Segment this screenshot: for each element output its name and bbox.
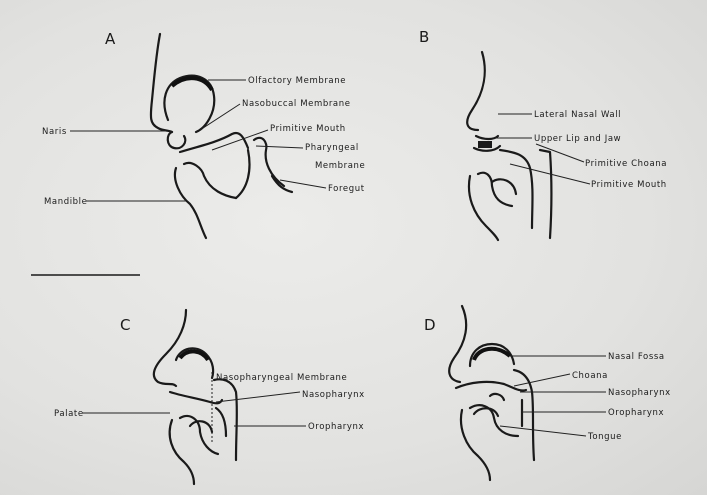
panel-d-palate (456, 382, 526, 391)
panel-a-naris-bulb (168, 132, 186, 148)
label-primitive-mouth-a: Primitive Mouth (270, 124, 346, 134)
label-olfactory-membrane: Olfactory Membrane (248, 76, 346, 86)
label-mandible: Mandible (44, 197, 87, 207)
label-upper-lip-jaw: Upper Lip and Jaw (534, 134, 621, 144)
label-nasopharynx-c: Nasopharynx (302, 390, 365, 400)
label-palate: Palate (54, 409, 84, 419)
label-nasopharyngeal-membrane: Nasopharyngeal Membrane (216, 373, 347, 383)
panel-c: C Nasopharyngeal Membrane Nasopharynx Pa… (54, 310, 365, 484)
label-naris: Naris (42, 127, 67, 137)
panel-b-pharynx (500, 150, 552, 238)
panel-c-palate (170, 392, 222, 403)
label-lateral-nasal-wall: Lateral Nasal Wall (534, 110, 621, 120)
panel-b-mandible (469, 173, 512, 240)
panel-b-upper-lip-block (478, 141, 492, 148)
panel-b-tongue (492, 179, 516, 194)
panel-letter-c: C (120, 316, 130, 334)
label-pharyngeal: Pharyngeal (305, 143, 359, 153)
panel-letter-b: B (419, 28, 429, 46)
panel-d-mandible (461, 405, 518, 480)
panel-d-face-outline (449, 306, 466, 382)
label-nasopharynx-d: Nasopharynx (608, 388, 671, 398)
panel-b: B Lateral Nasal Wall Upper Lip and Jaw P… (419, 28, 667, 240)
panel-c-pharynx (214, 379, 237, 460)
panel-b-face-outline (467, 52, 485, 130)
label-primitive-choana: Primitive Choana (585, 159, 667, 169)
label-nasobuccal-membrane: Nasobuccal Membrane (242, 99, 351, 109)
panel-c-face-outline (154, 310, 186, 386)
label-primitive-mouth-b: Primitive Mouth (591, 180, 667, 190)
panel-letter-a: A (105, 30, 116, 48)
label-foregut: Foregut (328, 184, 365, 194)
panel-d: D Nasal Fossa Choana Nasopharynx Orophar… (424, 306, 671, 480)
label-nasal-fossa: Nasal Fossa (608, 352, 665, 362)
label-tongue: Tongue (587, 432, 622, 442)
panel-letter-d: D (424, 316, 436, 334)
label-oropharynx-d: Oropharynx (608, 408, 664, 418)
label-choana: Choana (572, 371, 608, 381)
label-pharyngeal-membrane: Membrane (315, 161, 365, 171)
panel-a-mandible (175, 163, 236, 238)
label-oropharynx-c: Oropharynx (308, 422, 364, 432)
panel-a-face-outline (151, 34, 172, 132)
panel-a: A Olfactory Membrane Nasobuccal Membrane… (42, 30, 365, 238)
